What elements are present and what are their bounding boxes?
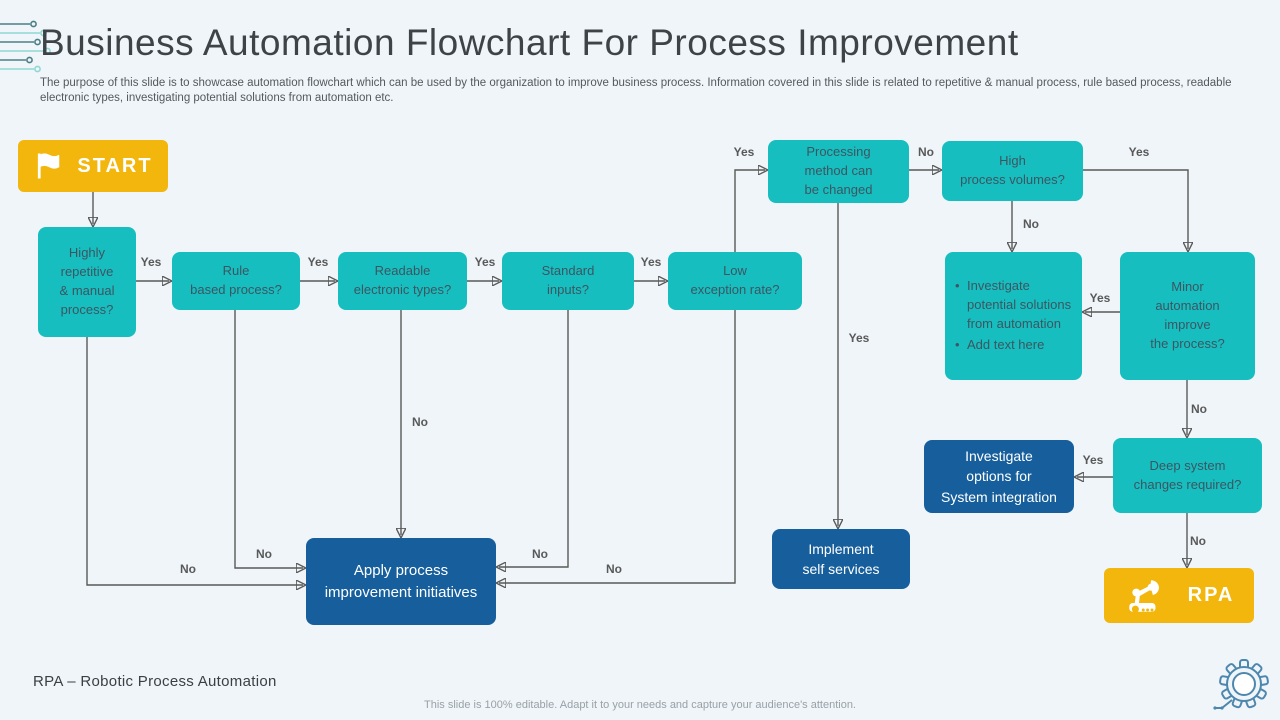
node-implement-self-services: Implement self services	[772, 529, 910, 589]
editable-disclaimer: This slide is 100% editable. Adapt it to…	[424, 699, 856, 711]
edge-label: Yes	[848, 331, 870, 345]
node-label: Processing method can be changed	[804, 144, 873, 197]
node-deep-system-changes-required: Deep system changes required?	[1113, 438, 1262, 513]
node-low-exception-rate: Low exception rate?	[668, 252, 802, 310]
node-label: Minor automation improve the process?	[1150, 279, 1225, 351]
bullet-item: Investigate potential solutions from aut…	[953, 277, 1076, 334]
circuit-lines-icon	[0, 20, 51, 73]
node-label: Highly repetitive & manual process?	[59, 245, 115, 317]
node-rpa: RPA	[1104, 568, 1254, 623]
edge-label: No	[1190, 534, 1206, 548]
node-label: Standard inputs?	[541, 263, 595, 297]
node-processing-method-can-be-changed: Processing method can be changed	[768, 140, 909, 203]
edge-label: No	[180, 562, 196, 576]
node-label: High process volumes?	[960, 153, 1065, 187]
bullet-item: Add text here	[953, 336, 1076, 355]
start-label: START	[77, 154, 153, 177]
node-rule-based-process: Rule based process?	[172, 252, 300, 310]
node-label: Apply process improvement initiatives	[324, 561, 478, 601]
node-label: Low exception rate?	[690, 263, 780, 297]
node-investigate-potential-solutions: Investigate potential solutions from aut…	[945, 252, 1082, 380]
node-highly-repetitive-manual-process: Highly repetitive & manual process?	[38, 227, 136, 337]
edge-label: Yes	[307, 255, 329, 269]
edge-label: Yes	[733, 145, 755, 159]
gear-circuit-icon	[1213, 659, 1269, 710]
node-investigate-options-system-integration: Investigate options for System integrati…	[924, 440, 1074, 513]
node-label: Implement self services	[802, 540, 880, 577]
node-minor-automation-improve-process: Minor automation improve the process?	[1120, 252, 1255, 380]
edge-label: Yes	[1128, 145, 1150, 159]
node-label: Deep system changes required?	[1133, 457, 1242, 492]
edge-label: No	[256, 547, 272, 561]
edge-label: No	[412, 415, 428, 429]
node-apply-process-improvement-initiatives: Apply process improvement initiatives	[306, 538, 496, 625]
node-label: Investigate options for System integrati…	[941, 448, 1057, 505]
edge-label: No	[606, 562, 622, 576]
slide-description: The purpose of this slide is to showcase…	[40, 77, 1232, 105]
rpa-label: RPA	[1187, 584, 1235, 606]
node-label: Rule based process?	[190, 263, 282, 297]
node-standard-inputs: Standard inputs?	[502, 252, 634, 310]
edge-label: Yes	[1089, 291, 1111, 305]
edge-label: No	[1191, 402, 1207, 416]
edge-label: Yes	[474, 255, 496, 269]
edge-label: No	[918, 145, 934, 159]
node-readable-electronic-types: Readable electronic types?	[338, 252, 467, 310]
rpa-abbreviation-note: RPA – Robotic Process Automation	[33, 673, 277, 690]
node-high-process-volumes: High process volumes?	[942, 141, 1083, 201]
node-start: START	[18, 140, 168, 192]
edge-label: Yes	[1082, 453, 1104, 467]
edge-label: No	[532, 547, 548, 561]
node-label: Readable electronic types?	[353, 263, 452, 297]
edge-label: No	[1023, 217, 1039, 231]
flag-icon	[38, 153, 60, 179]
page-title: Business Automation Flowchart For Proces…	[40, 22, 1019, 63]
edge-label: Yes	[640, 255, 662, 269]
edge-label: Yes	[140, 255, 162, 269]
robot-arm-icon	[1128, 579, 1159, 613]
